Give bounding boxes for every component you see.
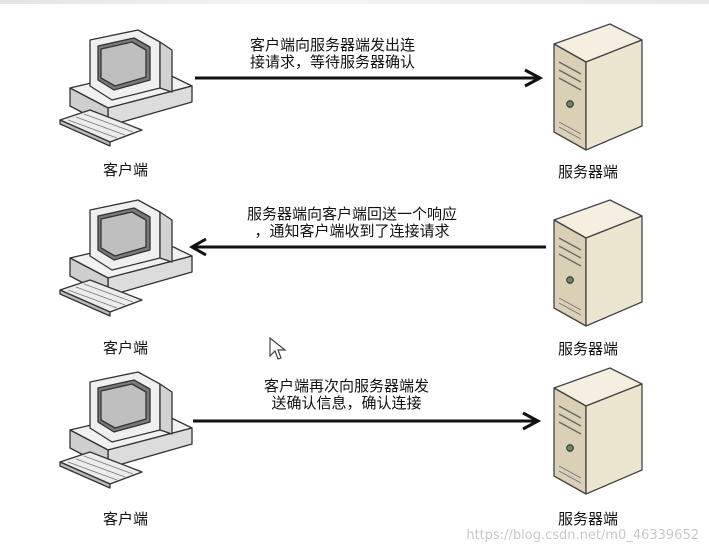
mouse-cursor-icon [269, 336, 287, 360]
client-computer-icon [59, 371, 193, 489]
server-icon [553, 23, 643, 151]
step-2-line-1: 服务器端向客户端回送一个响应 [247, 205, 458, 223]
client-computer-icon [59, 199, 193, 317]
server-icon [553, 199, 643, 327]
server-label: 服务器端 [558, 163, 619, 181]
server-label: 服务器端 [558, 510, 619, 528]
arrow-to-client [188, 237, 546, 257]
step-1-line-2: 接请求，等待服务器确认 [250, 53, 416, 71]
client-computer-icon [59, 29, 193, 147]
watermark: https://blog.csdn.net/m0_46339652 [466, 528, 699, 543]
top-strip [0, 0, 709, 4]
step-2-line-2: ，通知客户端收到了连接请求 [254, 222, 450, 240]
step-3-line-2: 送确认信息，确认连接 [271, 394, 422, 412]
arrow-to-server [195, 68, 544, 88]
step-3-message: 客户端再次向服务器端发 送确认信息，确认连接 [264, 378, 429, 412]
client-label: 客户端 [103, 510, 149, 528]
arrow-to-server [193, 411, 542, 431]
step-1-message: 客户端向服务器端发出连 接请求，等待服务器确认 [250, 37, 415, 71]
client-label: 客户端 [103, 339, 149, 357]
server-label: 服务器端 [558, 340, 619, 358]
step-2-message: 服务器端向客户端回送一个响应 ，通知客户端收到了连接请求 [247, 206, 457, 240]
client-label: 客户端 [103, 161, 149, 179]
server-icon [553, 367, 643, 495]
step-3-line-1: 客户端再次向服务器端发 [264, 377, 430, 395]
step-1-line-1: 客户端向服务器端发出连 [250, 36, 416, 54]
